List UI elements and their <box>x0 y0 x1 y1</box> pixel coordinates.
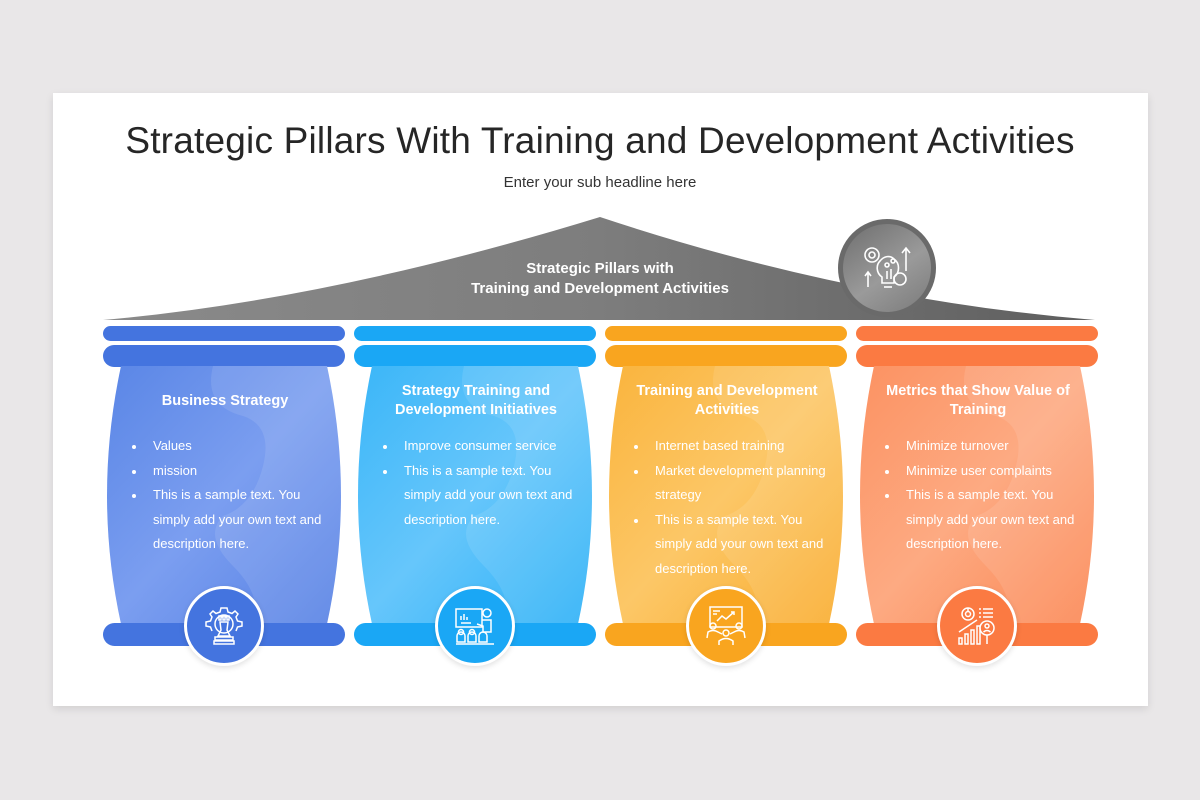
pillar-icon-badge <box>937 586 1017 666</box>
bullet-item: Values <box>125 434 325 459</box>
bullet-item: mission <box>125 459 325 484</box>
analytics-magnifier-icon <box>958 607 995 645</box>
pillar-title: Metrics that Show Value of Training <box>886 383 1070 418</box>
pillar-bullet-list: Internet based training Market developme… <box>627 434 827 581</box>
pillar-capital-top <box>856 326 1098 341</box>
pillar-title: Training and Development Activities <box>636 383 818 418</box>
bullet-item: Internet based training <box>627 434 827 459</box>
chess-rook-gear-icon <box>205 607 243 645</box>
roof-icon-badge <box>838 219 936 317</box>
pillar-metrics-value: Metrics that Show Value of Training Mini… <box>856 326 1098 668</box>
pillar-capital <box>103 345 345 367</box>
pillar-shaft <box>107 366 345 624</box>
pillar-title: Business Strategy <box>161 392 289 409</box>
pillar-shaft <box>609 366 847 624</box>
roof-label-line-2: Training and Development Activities <box>471 280 729 297</box>
bulb-gears-growth-icon <box>864 246 911 288</box>
bullet-item: Improve consumer service <box>376 434 576 459</box>
pillar-business-strategy: Business Strategy Values mission This is… <box>103 326 345 668</box>
bullet-item: Market development planning strategy <box>627 459 827 508</box>
bullet-item: Minimize turnover <box>878 434 1078 459</box>
pillar-capital-top <box>605 326 847 341</box>
pillar-icon-badge <box>435 586 515 666</box>
pillar-capital-top <box>103 326 345 341</box>
pillar-icon-badge <box>686 586 766 666</box>
pillar-training-activities: Training and Development Activities Inte… <box>605 326 847 668</box>
pillar-bullet-list: Improve consumer service This is a sampl… <box>376 434 576 532</box>
bullet-item: This is a sample text. You simply add yo… <box>376 459 576 533</box>
pillar-shaft <box>358 366 596 624</box>
roof-label: Strategic Pillars with Training and Deve… <box>400 259 800 299</box>
roof-label-line-1: Strategic Pillars with <box>526 260 674 277</box>
slide-title: Strategic Pillars With Training and Deve… <box>125 120 1075 161</box>
bullet-item: This is a sample text. You simply add yo… <box>627 508 827 582</box>
pillar-strategy-training: Strategy Training and Development Initia… <box>354 326 596 668</box>
pillar-shaft <box>860 366 1098 624</box>
pillar-capital-top <box>354 326 596 341</box>
presentation-teacher-icon <box>455 608 494 645</box>
pillar-capital <box>605 345 847 367</box>
pillar-bullet-list: Values mission This is a sample text. Yo… <box>125 434 325 557</box>
bullet-item: This is a sample text. You simply add yo… <box>878 483 1078 557</box>
bullet-item: This is a sample text. You simply add yo… <box>125 483 325 557</box>
bullet-item: Minimize user complaints <box>878 459 1078 484</box>
slide-subtitle: Enter your sub headline here <box>503 174 697 191</box>
pillar-title: Strategy Training and Development Initia… <box>395 383 557 418</box>
pillar-bullet-list: Minimize turnover Minimize user complain… <box>878 434 1078 557</box>
team-meeting-chart-icon <box>706 606 746 645</box>
pillar-icon-badge <box>184 586 264 666</box>
pillar-capital <box>856 345 1098 367</box>
pillar-capital <box>354 345 596 367</box>
